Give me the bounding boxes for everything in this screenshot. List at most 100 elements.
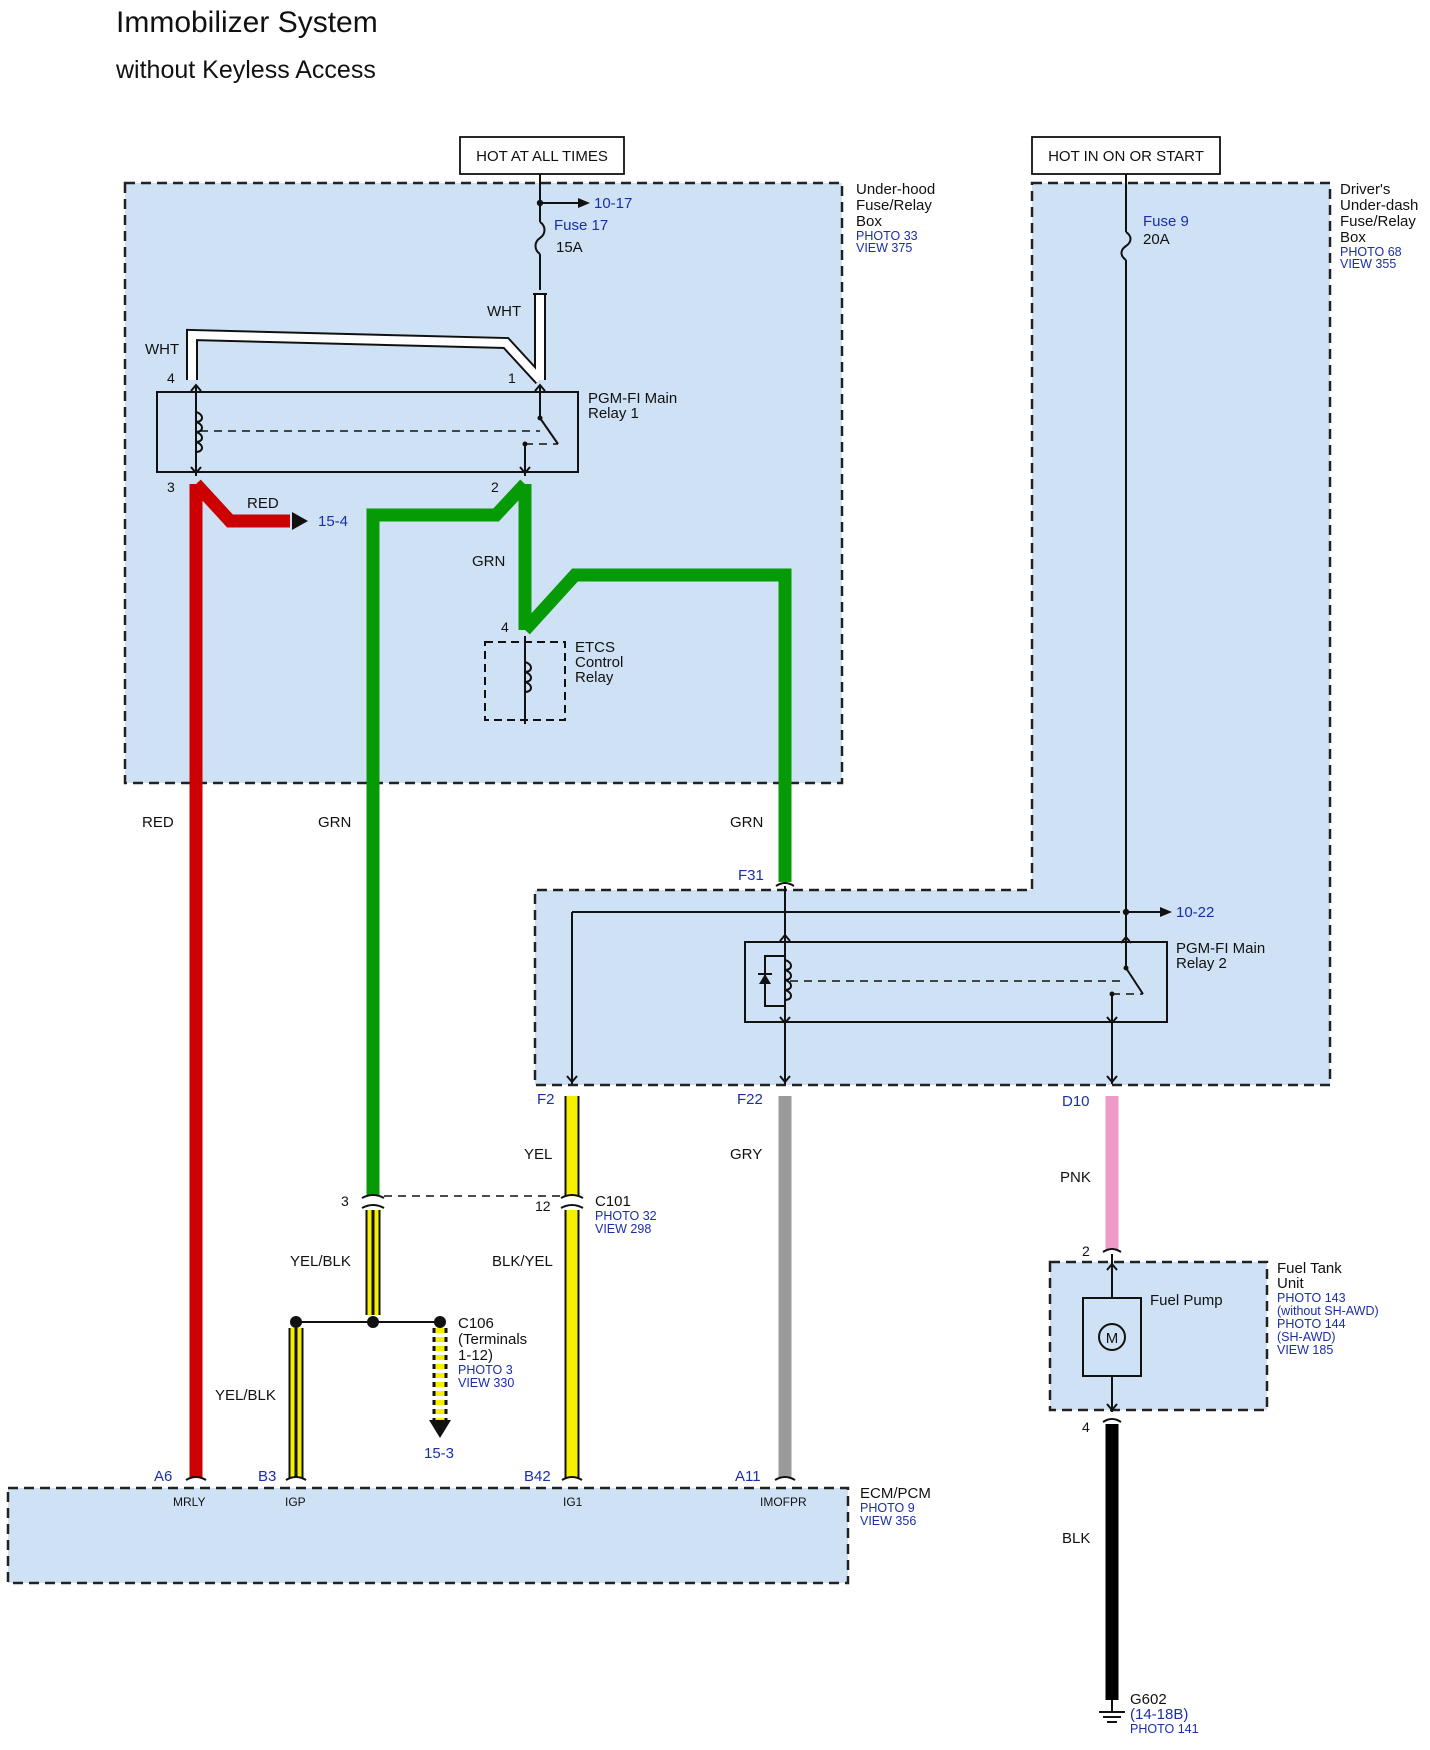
pump-connector-top-icon xyxy=(1102,1248,1122,1253)
etcs-label-line2: Control xyxy=(575,654,623,671)
ecm-photo: PHOTO 9 xyxy=(860,1501,915,1515)
ecm-pin-a11: A11 xyxy=(735,1468,761,1485)
svg-text:Box: Box xyxy=(1340,229,1366,246)
blkyel-label: BLK/YEL xyxy=(492,1253,553,1270)
wht-label-top: WHT xyxy=(487,303,521,320)
relay1-pin-2: 2 xyxy=(491,479,499,495)
fuel-tank-label-line2: Unit xyxy=(1277,1275,1305,1292)
etcs-label-line3: Relay xyxy=(575,669,614,686)
c101-connector-top-icon xyxy=(361,1194,385,1199)
svg-text:Fuse/Relay: Fuse/Relay xyxy=(1340,213,1416,230)
arrow-left-icon xyxy=(292,512,308,530)
f2-label: F2 xyxy=(537,1091,555,1108)
fuse9-symbol-icon xyxy=(1120,231,1132,261)
c101-connector-bottom-icon xyxy=(361,1204,385,1209)
yelblk-label-top: YEL/BLK xyxy=(290,1253,351,1270)
ground-ref: (14-18B) xyxy=(1130,1706,1188,1723)
pump-arrow-up-icon xyxy=(1106,1262,1118,1271)
ecm-pin-b3: B3 xyxy=(258,1468,276,1485)
diagram-subtitle: without Keyless Access xyxy=(116,56,376,84)
c101-pin-3: 3 xyxy=(341,1193,349,1209)
pump-arrow-down-icon xyxy=(1106,1403,1118,1412)
c101-connector-bottom-icon-2 xyxy=(560,1204,584,1209)
fuse17-ref: 10-17 xyxy=(594,195,632,212)
relay2-switch-icon xyxy=(1106,935,1144,1026)
f2-arrow-icon xyxy=(566,1075,578,1084)
ecm-signal-imofpr: IMOFPR xyxy=(760,1495,807,1509)
ecm-pcm-box xyxy=(6,1486,850,1585)
motor-icon xyxy=(1098,1323,1126,1351)
ground-icon xyxy=(1099,1700,1125,1723)
ecm-signal-mrly: MRLY xyxy=(173,1495,205,1509)
ecm-signal-igp: IGP xyxy=(285,1495,306,1509)
wht-label-left: WHT xyxy=(145,341,179,358)
fuse17-name: Fuse 17 xyxy=(554,217,608,234)
f31-label: F31 xyxy=(738,867,764,884)
c101-photo: PHOTO 32 xyxy=(595,1209,657,1223)
svg-text:Fuse/Relay: Fuse/Relay xyxy=(856,197,932,214)
ecm-pin-connectors xyxy=(185,1476,796,1481)
hot-at-all-times-box xyxy=(459,136,625,175)
relay2-coil-icon xyxy=(758,933,792,1026)
f22-arrow-icon xyxy=(779,1075,791,1084)
svg-text:Under-hood: Under-hood xyxy=(856,181,935,198)
svg-text:PHOTO 33: PHOTO 33 xyxy=(856,229,918,243)
ecm-pin-a6: A6 xyxy=(154,1468,172,1485)
etcs-pin-4: 4 xyxy=(501,619,509,635)
red-ref: 15-4 xyxy=(318,513,348,530)
relay2-label-line2: Relay 2 xyxy=(1176,955,1227,972)
arrow-right-icon xyxy=(1160,907,1172,917)
etcs-label-line1: ETCS xyxy=(575,639,615,656)
c106-photo: PHOTO 3 xyxy=(458,1363,513,1377)
yelblk-label-bottom: YEL/BLK xyxy=(215,1387,276,1404)
f22-label: F22 xyxy=(737,1091,763,1108)
c106-ref: 15-3 xyxy=(424,1445,454,1462)
fuel-tank-unit-box xyxy=(1048,1260,1269,1412)
grn-wire-to-c101 xyxy=(366,479,530,1196)
arrow-right-icon xyxy=(578,198,590,208)
c101-connector-top-icon-2 xyxy=(560,1194,584,1199)
fuel-tank-photo1: PHOTO 143 xyxy=(1277,1291,1346,1305)
hot-at-all-times-label: HOT AT ALL TIMES xyxy=(476,148,608,165)
underdash-fuse-relay-box xyxy=(533,181,1332,1087)
grn-label-right: GRN xyxy=(730,814,763,831)
c106-line2: (Terminals xyxy=(458,1331,527,1348)
grn-label-left: GRN xyxy=(318,814,351,831)
etcs-coil-icon xyxy=(524,661,532,693)
c101-name: C101 xyxy=(595,1193,631,1210)
hot-in-on-or-start-box xyxy=(1031,136,1221,175)
pump-connector-bottom-icon xyxy=(1102,1418,1122,1423)
c106-view: VIEW 330 xyxy=(458,1376,514,1390)
relay1-coil-icon xyxy=(190,383,203,476)
pgm-fi-main-relay-2 xyxy=(744,941,1168,1023)
fuse9-rating: 20A xyxy=(1143,231,1170,248)
f31-connector-icon xyxy=(775,882,795,887)
red-wire xyxy=(189,479,290,1478)
arrow-down-icon xyxy=(429,1420,451,1438)
splice-dot-left xyxy=(290,1316,302,1328)
c101-pin-12: 12 xyxy=(535,1198,551,1214)
red-label-top: RED xyxy=(247,495,279,512)
splice-dot-center xyxy=(367,1316,379,1328)
gry-label: GRY xyxy=(730,1146,762,1163)
fuel-tank-label-line1: Fuel Tank xyxy=(1277,1260,1342,1277)
c101-view: VIEW 298 xyxy=(595,1222,651,1236)
relay1-pin-1: 1 xyxy=(508,370,516,386)
c106-line3: 1-12) xyxy=(458,1347,493,1364)
underdash-box-label: Driver's Under-dash Fuse/Relay Box PHOTO… xyxy=(1340,181,1418,271)
grn-wire-to-f31 xyxy=(520,568,792,882)
motor-label: M xyxy=(1106,1330,1119,1347)
fuel-tank-photo2: PHOTO 144 xyxy=(1277,1317,1346,1331)
fuel-tank-view: VIEW 185 xyxy=(1277,1343,1333,1357)
svg-text:Box: Box xyxy=(856,213,882,230)
pump-pin-4: 4 xyxy=(1082,1419,1090,1435)
grn-label-top: GRN xyxy=(472,553,505,570)
wht-wire xyxy=(186,293,547,385)
pump-pin-2: 2 xyxy=(1082,1243,1090,1259)
red-label-mid: RED xyxy=(142,814,174,831)
fuse17-rating: 15A xyxy=(556,239,583,256)
relay1-label-line1: PGM-FI Main xyxy=(588,390,677,407)
hot-in-on-or-start-label: HOT IN ON OR START xyxy=(1048,148,1204,165)
svg-text:Driver's: Driver's xyxy=(1340,181,1390,198)
